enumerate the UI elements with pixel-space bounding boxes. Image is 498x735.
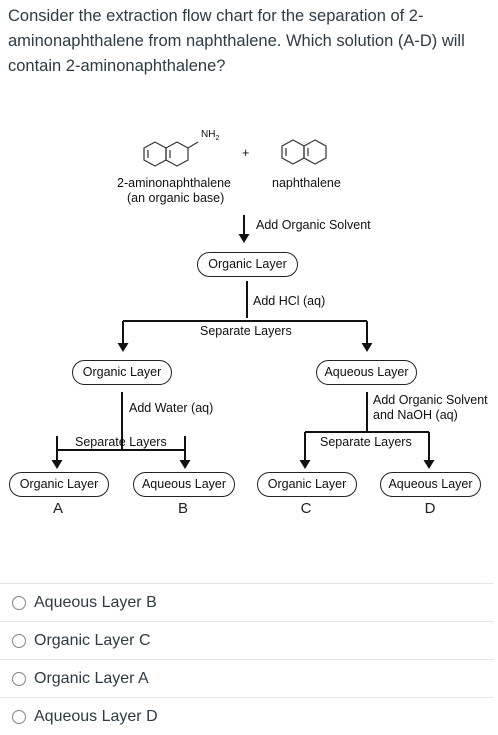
separate-layers-main: Separate Layers: [200, 324, 292, 338]
radio-button[interactable]: [12, 709, 26, 724]
flow-chart-lines: [51, 139, 435, 469]
answer-option[interactable]: Aqueous Layer B: [0, 583, 494, 621]
final-organic-layer-c: Organic Layer: [257, 472, 357, 497]
answer-option[interactable]: Aqueous Layer D: [0, 697, 494, 735]
step-add-naoh: and NaOH (aq): [373, 408, 458, 422]
answer-option[interactable]: Organic Layer A: [0, 659, 494, 697]
answer-option[interactable]: Organic Layer C: [0, 621, 494, 659]
answer-option-label: Aqueous Layer B: [34, 593, 157, 611]
final-aqueous-layer-b: Aqueous Layer: [133, 472, 235, 497]
naphthalene-structure: [281, 139, 327, 165]
step-add-organic-solvent-2: Add Organic Solvent: [373, 393, 488, 407]
letter-b: B: [177, 500, 188, 517]
step-add-water: Add Water (aq): [129, 401, 214, 415]
step-add-organic-solvent: Add Organic Solvent: [256, 218, 371, 232]
letter-d: D: [424, 500, 436, 517]
separate-layers-left: Separate Layers: [75, 435, 167, 449]
left-organic-layer: Organic Layer: [72, 360, 172, 385]
letter-c: C: [300, 500, 312, 517]
compound2-name: naphthalene: [272, 176, 341, 190]
final-aqueous-layer-d: Aqueous Layer: [380, 472, 481, 497]
answer-option-label: Organic Layer A: [34, 669, 149, 687]
answer-options: Aqueous Layer B Organic Layer C Organic …: [0, 583, 494, 735]
radio-button[interactable]: [12, 671, 26, 686]
extraction-flow-chart: NH2 + 2-aminonaphthalene (an organic bas…: [0, 120, 498, 530]
compound1-note: (an organic base): [127, 191, 225, 205]
compound1-name: 2-aminonaphthalene: [117, 176, 231, 190]
nh2-label: NH2: [201, 129, 220, 142]
aminonaphthalene-structure: [143, 141, 199, 167]
right-aqueous-layer: Aqueous Layer: [316, 360, 417, 385]
separate-layers-right: Separate Layers: [320, 435, 412, 449]
step-add-hcl: Add HCl (aq): [253, 294, 326, 308]
answer-option-label: Organic Layer C: [34, 631, 151, 649]
top-organic-layer: Organic Layer: [197, 252, 298, 277]
answer-option-label: Aqueous Layer D: [34, 707, 158, 725]
radio-button[interactable]: [12, 595, 26, 610]
radio-button[interactable]: [12, 633, 26, 648]
final-organic-layer-a: Organic Layer: [9, 472, 109, 497]
question-text: Consider the extraction flow chart for t…: [8, 7, 465, 75]
plus-sign: +: [242, 146, 250, 160]
letter-a: A: [52, 500, 63, 517]
